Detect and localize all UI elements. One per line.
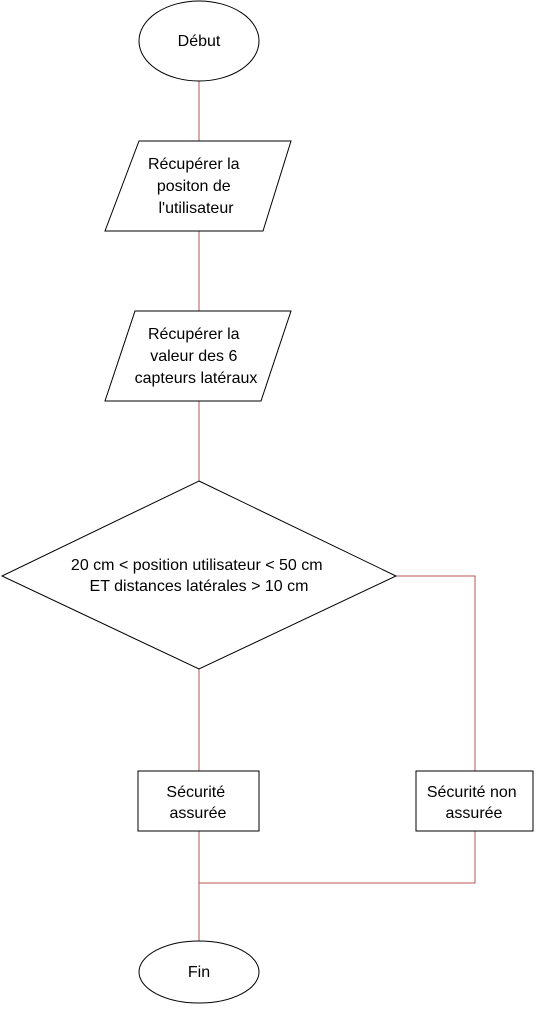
- edge-unsafe-to-merge: [199, 831, 476, 884]
- safe-box: [137, 770, 260, 832]
- input-sensors-line-1: Récupérer la: [148, 326, 240, 343]
- decision-line-2: ET distances latérales > 10 cm: [90, 578, 309, 595]
- unsafe-box: [415, 770, 534, 832]
- start-label: Début: [178, 33, 221, 50]
- safe-line-2: assurée: [170, 805, 227, 822]
- input-position-line-2: positon de: [157, 178, 231, 195]
- input-sensors-line-2: valeur des 6: [150, 348, 237, 365]
- safe-label: Sécurité assurée: [166, 784, 229, 822]
- input-position-line-3: l'utilisateur: [158, 200, 234, 217]
- decision-label: 20 cm < position utilisateur < 50 cm ET …: [71, 557, 327, 595]
- unsafe-line-2: assurée: [446, 805, 503, 822]
- input-position-line-1: Récupérer la: [148, 156, 240, 173]
- input-position-node: Récupérer la positon de l'utilisateur: [104, 140, 292, 232]
- end-node: Fin: [138, 940, 260, 1004]
- unsafe-node: Sécurité non assurée: [415, 770, 534, 832]
- safe-line-1: Sécurité: [166, 784, 225, 801]
- decision-line-1: 20 cm < position utilisateur < 50 cm: [71, 557, 323, 574]
- connectors: [198, 81, 476, 941]
- safe-node: Sécurité assurée: [137, 770, 260, 832]
- unsafe-line-1: Sécurité non: [427, 784, 517, 801]
- end-label: Fin: [188, 964, 210, 981]
- start-node: Début: [138, 0, 260, 82]
- end-ellipse: [138, 940, 260, 1004]
- edge-decision-to-unsafe: [396, 575, 476, 771]
- unsafe-label: Sécurité non assurée: [427, 784, 521, 822]
- start-ellipse: [138, 0, 260, 82]
- decision-node: 20 cm < position utilisateur < 50 cm ET …: [0, 480, 398, 670]
- decision-diamond: [0, 480, 398, 670]
- input-sensors-parallelogram: [104, 310, 292, 402]
- input-sensors-label: Récupérer la valeur des 6 capteurs latér…: [135, 326, 258, 387]
- input-sensors-line-3: capteurs latéraux: [135, 370, 258, 387]
- input-position-label: Récupérer la positon de l'utilisateur: [148, 156, 244, 217]
- input-position-parallelogram: [104, 140, 292, 232]
- input-sensors-node: Récupérer la valeur des 6 capteurs latér…: [104, 310, 292, 402]
